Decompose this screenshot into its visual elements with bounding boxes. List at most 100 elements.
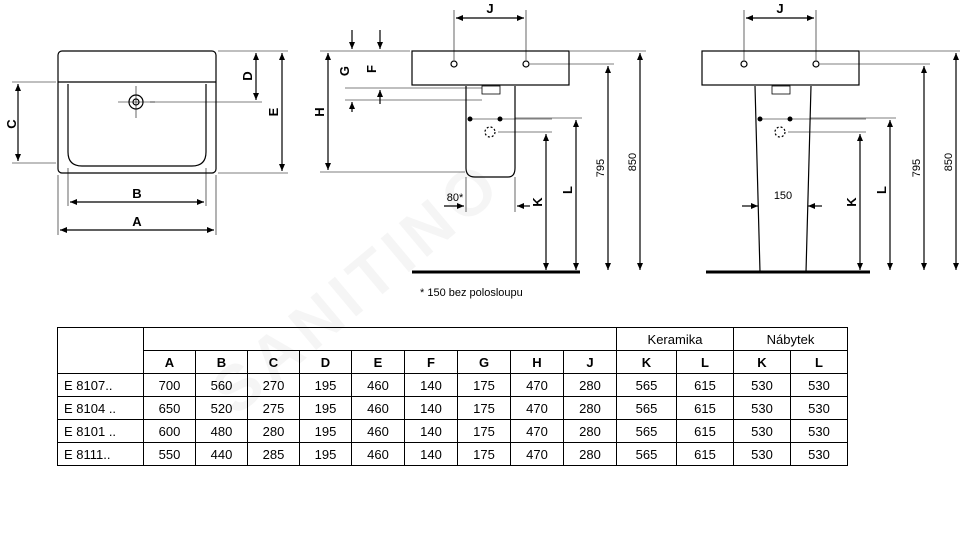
table-cell: 615	[676, 396, 734, 420]
column-header: F	[404, 350, 458, 374]
table-cell: 280	[563, 442, 617, 466]
table-cell: 460	[351, 419, 405, 443]
table-cell: 530	[790, 373, 848, 397]
table-cell: 280	[563, 373, 617, 397]
label-b: B	[132, 186, 141, 201]
table-cell: 600	[143, 419, 196, 443]
column-header: J	[563, 350, 617, 374]
dim-150: 150	[774, 190, 792, 202]
column-header: C	[247, 350, 300, 374]
table-cell: 615	[676, 442, 734, 466]
dim-80: 80*	[447, 192, 464, 204]
column-header: B	[195, 350, 248, 374]
column-header: D	[299, 350, 352, 374]
column-header: H	[510, 350, 564, 374]
basin-side-body-2	[701, 50, 860, 86]
siphon-2	[771, 85, 791, 95]
basin-bowl	[67, 84, 207, 167]
column-header: G	[457, 350, 511, 374]
table-cell: 565	[616, 396, 677, 420]
column-header: L	[676, 350, 734, 374]
table-cell: 140	[404, 373, 458, 397]
row-label: E 8111..	[57, 442, 144, 466]
dim-795-2: 795	[911, 159, 923, 177]
table-cell: 270	[247, 373, 300, 397]
table-cell: 175	[457, 373, 511, 397]
table-cell: 195	[299, 442, 352, 466]
label-a: A	[132, 214, 142, 229]
label-c: C	[4, 119, 19, 129]
label-j-2: J	[776, 1, 783, 16]
table-cell: 195	[299, 396, 352, 420]
table-group-row: Keramika Nábytek	[57, 327, 848, 374]
table-corner-cell	[57, 327, 144, 374]
basin-side-view-pedestal	[701, 10, 960, 274]
table-cell: 140	[404, 419, 458, 443]
table-cell: 530	[733, 373, 791, 397]
table-cell: 550	[143, 442, 196, 466]
column-header: K	[733, 350, 791, 374]
fixing-hole-3	[740, 60, 748, 68]
table-cell: 560	[195, 373, 248, 397]
label-h: H	[312, 107, 327, 116]
table-cell: 530	[733, 442, 791, 466]
fixing-hole-1	[450, 60, 458, 68]
dim-795-side: 795	[595, 159, 607, 177]
group-nabytek: Nábytek	[733, 327, 848, 351]
dim-850-side: 850	[627, 153, 639, 171]
column-header: K	[616, 350, 677, 374]
table-cell: 615	[676, 419, 734, 443]
basin-top-view	[12, 50, 288, 235]
table-cell: 480	[195, 419, 248, 443]
table-cell: 440	[195, 442, 248, 466]
table-cell: 140	[404, 396, 458, 420]
basin-side-body	[411, 50, 570, 86]
footnote: * 150 bez polosloupu	[420, 287, 523, 299]
table-cell: 470	[510, 442, 564, 466]
table-cell: 285	[247, 442, 300, 466]
technical-drawing: A B C D E	[4, 1, 960, 274]
table-cell: 195	[299, 373, 352, 397]
table-cell: 650	[143, 396, 196, 420]
column-header: L	[790, 350, 848, 374]
table-cell: 530	[790, 396, 848, 420]
table-cell: 470	[510, 373, 564, 397]
semi-pedestal	[465, 86, 516, 178]
table-cell: 530	[790, 442, 848, 466]
table-cell: 470	[510, 419, 564, 443]
table-cell: 280	[563, 396, 617, 420]
table-cell: 275	[247, 396, 300, 420]
table-cell: 700	[143, 373, 196, 397]
column-header: A	[143, 350, 196, 374]
table-cell: 175	[457, 419, 511, 443]
row-label: E 8101 ..	[57, 419, 144, 443]
label-k-side: K	[530, 197, 545, 207]
table-cell: 280	[563, 419, 617, 443]
table-cell: 280	[247, 419, 300, 443]
table-cell: 470	[510, 396, 564, 420]
table-cell: 175	[457, 396, 511, 420]
label-f: F	[364, 65, 379, 73]
group-keramika: Keramika	[616, 327, 734, 351]
table-blank-group	[143, 327, 617, 351]
drain-hole	[484, 126, 496, 138]
fixing-hole-2	[522, 60, 530, 68]
full-pedestal	[754, 85, 812, 273]
label-j: J	[486, 1, 493, 16]
table-cell: 460	[351, 442, 405, 466]
label-k-2: K	[844, 197, 859, 207]
table-cell: 615	[676, 373, 734, 397]
table-cell: 565	[616, 419, 677, 443]
basin-side-view-semipedestal	[320, 10, 646, 274]
label-g: G	[337, 66, 352, 76]
siphon	[481, 85, 501, 95]
table-cell: 530	[733, 419, 791, 443]
fixing-hole-4	[812, 60, 820, 68]
table-cell: 565	[616, 442, 677, 466]
